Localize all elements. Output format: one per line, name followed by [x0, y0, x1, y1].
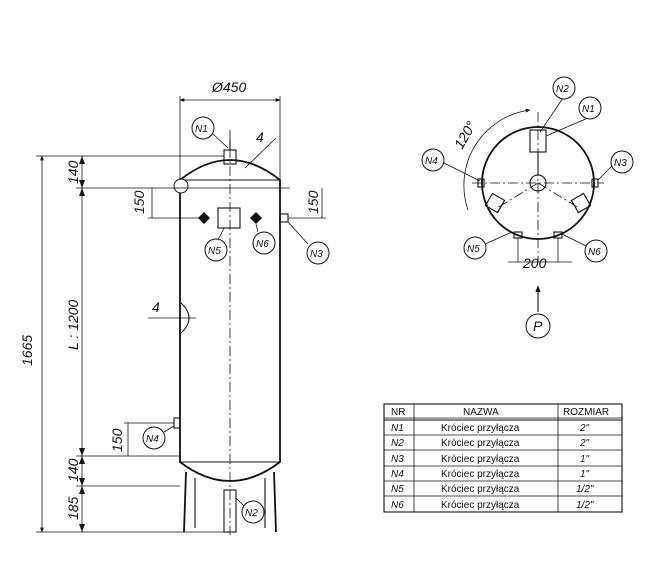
- dim-offset-n4: 150: [109, 428, 125, 452]
- bubble-n1-elev: N1: [195, 124, 208, 135]
- table-row-1-rozmiar: 2": [579, 423, 590, 434]
- bubble-n4-plan: N4: [425, 156, 438, 167]
- dim-bottom-head: 140: [65, 458, 81, 482]
- dim-top-head: 140: [65, 160, 81, 184]
- dim-legs: 185: [65, 496, 81, 520]
- nozzle-n5-n6-block: [198, 207, 262, 229]
- dim-cylinder-length: L : 1200: [65, 299, 81, 350]
- nozzle-n2-bottom: [223, 489, 237, 533]
- bubble-n6-plan: N6: [588, 247, 601, 258]
- bubble-n2-plan: N2: [556, 84, 569, 95]
- table-row-4-nazwa: Króciec przyłącza: [441, 469, 520, 480]
- dim-offset-right: 150: [305, 190, 321, 214]
- bubble-n5-plan: N5: [467, 244, 480, 255]
- table-row-3-rozmiar: 1": [580, 454, 590, 465]
- table-header-rozmiar: ROZMIAR: [563, 407, 609, 418]
- plan-nozzle-n6: [570, 192, 592, 214]
- bubble-n4-elev: N4: [146, 434, 159, 445]
- plan-view: 120° 200 P N2 N1 N4 N3 N5 N6: [421, 76, 634, 339]
- nozzle-n3-side: [279, 213, 289, 223]
- table-row-4-nr: N4: [391, 469, 404, 480]
- bubble-n3-elev: N3: [310, 249, 323, 260]
- table-row-5-nr: N5: [391, 484, 404, 495]
- bubble-n2-elev: N2: [245, 508, 258, 519]
- dim-plan-offset: 200: [522, 255, 547, 271]
- dim-wall-top: 4: [256, 129, 264, 145]
- table-row-5-rozmiar: 1/2": [576, 484, 594, 495]
- table-row-2-nr: N2: [391, 438, 404, 449]
- table-row-6-nr: N6: [391, 500, 404, 511]
- dim-total-height: 1665: [19, 335, 35, 366]
- dim-offset-left: 150: [131, 190, 147, 214]
- elevation-view: Ø450 4 1665 140 L : 1200 140 185 150 150…: [19, 79, 330, 535]
- table-row-3-nazwa: Króciec przyłącza: [441, 454, 520, 465]
- table-row-1-nr: N1: [391, 423, 404, 434]
- table-row-2-nazwa: Króciec przyłącza: [441, 438, 520, 449]
- inspection-port: [173, 178, 189, 194]
- view-label-p: P: [533, 318, 543, 334]
- table-row-4-rozmiar: 1": [580, 469, 590, 480]
- bubble-n6-elev: N6: [256, 239, 269, 250]
- table-row-2-rozmiar: 2": [579, 438, 590, 449]
- table-row-3-nr: N3: [391, 454, 404, 465]
- table-row-1-nazwa: Króciec przyłącza: [441, 423, 520, 434]
- table-header-nr: NR: [391, 407, 405, 418]
- table-row-5-nazwa: Króciec przyłącza: [441, 484, 520, 495]
- plan-nozzle-n5: [484, 192, 506, 214]
- nozzle-n1-top: [223, 140, 237, 165]
- bubble-n5-elev: N5: [208, 246, 221, 257]
- dim-diameter: Ø450: [211, 79, 246, 95]
- bubble-n3-plan: N3: [614, 158, 627, 169]
- nozzle-table: NR NAZWA ROZMIAR N1 Króciec przyłącza 2"…: [383, 403, 623, 513]
- table-row-6-rozmiar: 1/2": [576, 500, 594, 511]
- bubble-n1-plan: N1: [582, 104, 595, 115]
- table-row-6-nazwa: Króciec przyłącza: [441, 500, 520, 511]
- support-legs: [183, 471, 277, 533]
- table-header-nazwa: NAZWA: [463, 407, 499, 418]
- dim-wall-side: 4: [152, 299, 160, 315]
